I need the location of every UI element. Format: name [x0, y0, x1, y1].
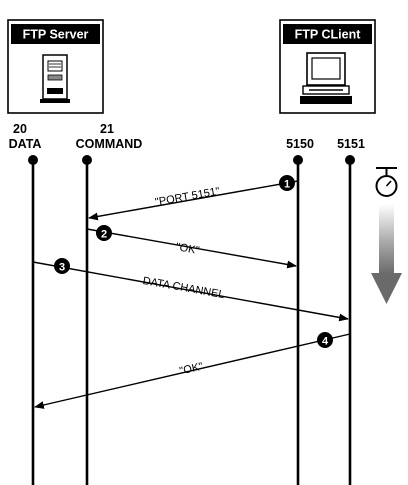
step-4-number: 4	[322, 336, 329, 348]
lifeline-endpoints	[28, 155, 355, 165]
lifelines	[31, 160, 352, 485]
port-5150-number: 5150	[286, 137, 314, 151]
port-5151-number: 5151	[337, 137, 365, 151]
ftp-server-box: FTP Server	[7, 19, 104, 114]
step-2-marker	[96, 225, 112, 241]
ftp-client-box: FTP CLient	[279, 19, 376, 114]
server-tower-icon	[40, 54, 70, 103]
port-21-label: COMMAND	[76, 137, 143, 151]
port-labels: 20 DATA 21 COMMAND 5150 5151	[9, 122, 365, 151]
step-2-number: 2	[101, 229, 107, 241]
step-3-marker	[54, 258, 70, 274]
message-3-label: DATA CHANNEL	[142, 275, 226, 301]
message-4-arrow: 4 "OK"	[34, 332, 351, 409]
message-1-arrow: 1 "PORT 5151"	[88, 175, 299, 221]
message-3-arrow: 3 DATA CHANNEL	[32, 258, 349, 322]
step-1-marker	[279, 175, 295, 191]
server-title: FTP Server	[23, 28, 89, 42]
desktop-computer-icon	[300, 52, 352, 104]
port-20-number: 20	[13, 122, 27, 136]
message-2-label: "OK"	[175, 241, 201, 257]
step-3-number: 3	[59, 262, 65, 274]
port-21-number: 21	[100, 122, 114, 136]
step-4-marker	[317, 332, 333, 348]
client-title: FTP CLient	[295, 28, 362, 42]
down-arrow-icon	[371, 204, 402, 304]
message-1-label: "PORT 5151"	[154, 185, 221, 208]
stopwatch-icon	[375, 167, 398, 197]
step-1-number: 1	[284, 179, 290, 191]
message-4-label: "OK"	[178, 361, 204, 378]
port-20-label: DATA	[9, 137, 42, 151]
message-2-arrow: 2 "OK"	[86, 225, 297, 269]
